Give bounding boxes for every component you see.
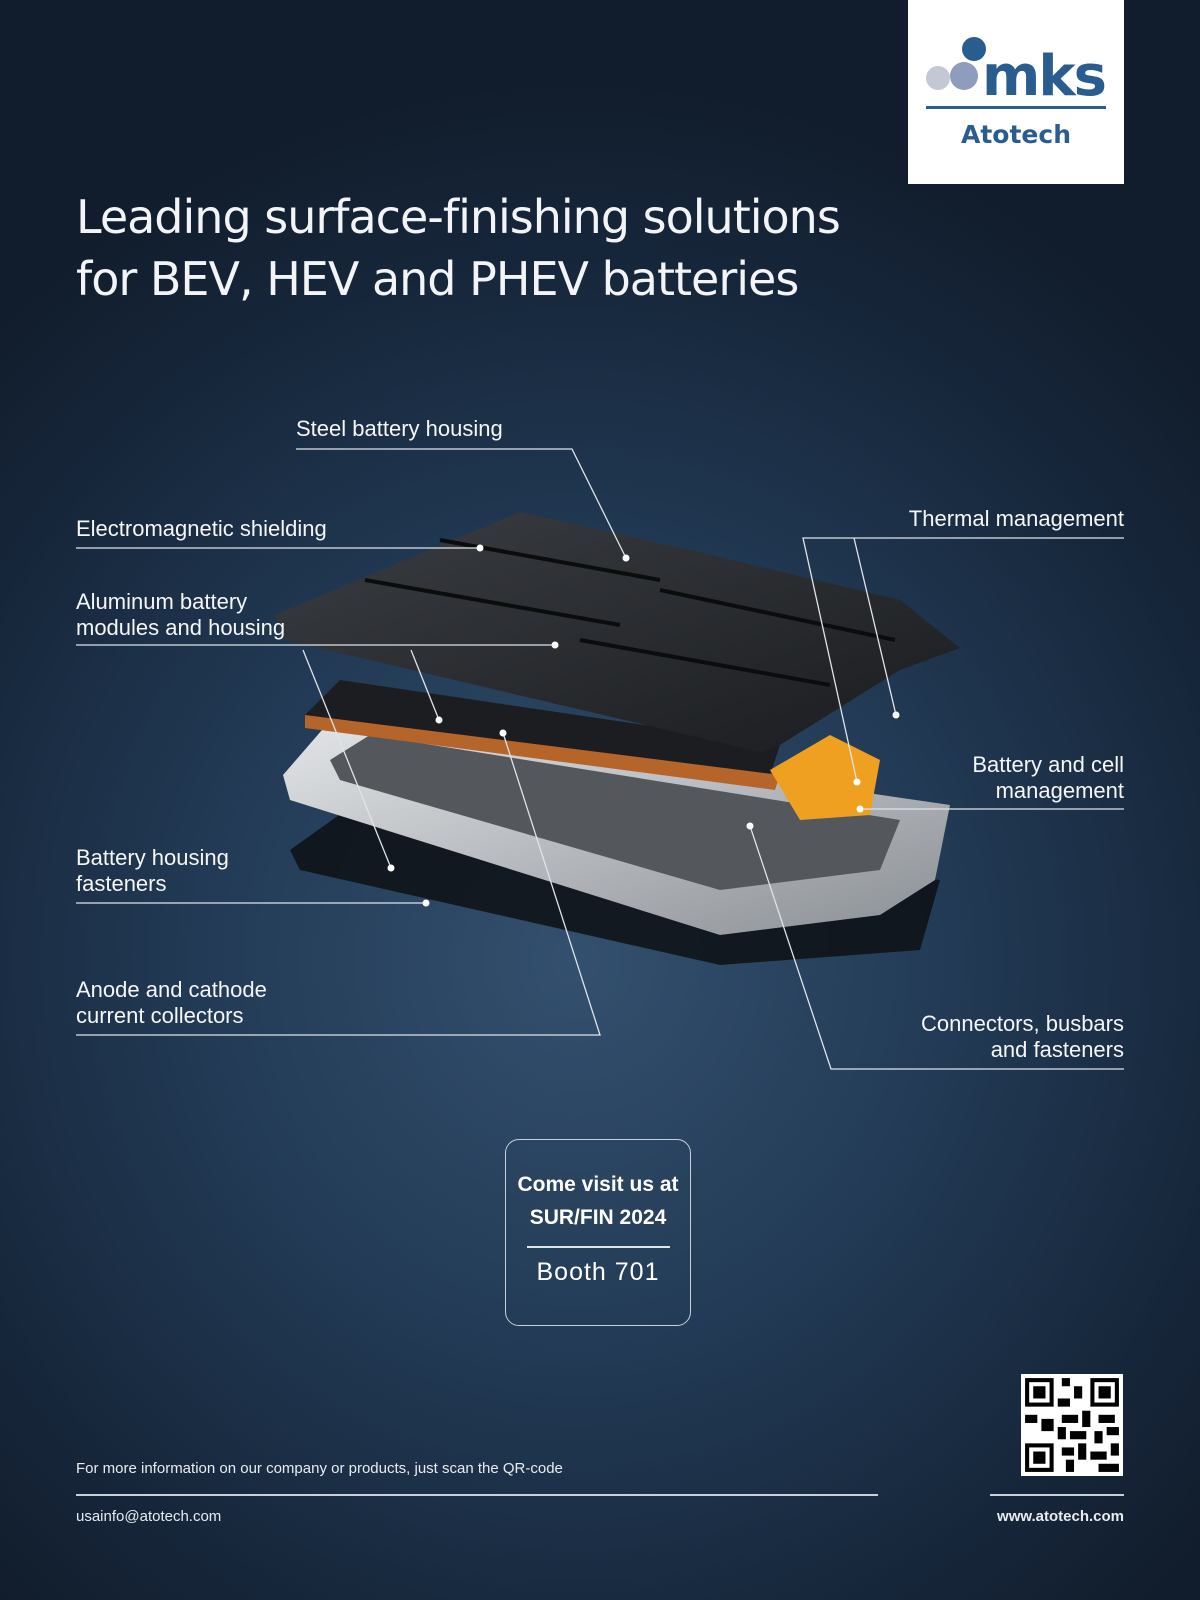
- headline: Leading surface-finishing solutions for …: [76, 186, 841, 310]
- logo-brand: mks: [982, 44, 1107, 109]
- mks-atotech-logo: mks Atotech: [908, 0, 1124, 184]
- logo-sub: Atotech: [961, 120, 1071, 149]
- qr-code[interactable]: [1021, 1374, 1123, 1476]
- event-name: SUR/FIN 2024: [529, 1206, 667, 1229]
- qr-code-icon: [1025, 1378, 1119, 1472]
- website-link[interactable]: www.atotech.com: [997, 1508, 1124, 1525]
- footer-info: For more information on our company or p…: [76, 1460, 563, 1477]
- contact-email[interactable]: usainfo@atotech.com: [76, 1508, 222, 1525]
- booth-info-box: Come visit us at SUR/FIN 2024 Booth 701: [505, 1139, 691, 1326]
- callout-steel-housing: Steel battery housing: [296, 416, 503, 441]
- footer-divider: [76, 1494, 878, 1496]
- booth-number: Booth 701: [536, 1258, 660, 1286]
- footer-divider-right: [990, 1494, 1124, 1496]
- callout-emi-shielding: Electromagnetic shielding: [76, 516, 327, 541]
- booth-invite: Come visit us at: [517, 1173, 679, 1196]
- headline-line-1: Leading surface-finishing solutions: [76, 190, 841, 244]
- callout-thermal-management: Thermal management: [908, 506, 1124, 531]
- headline-line-2: for BEV, HEV and PHEV batteries: [76, 252, 799, 306]
